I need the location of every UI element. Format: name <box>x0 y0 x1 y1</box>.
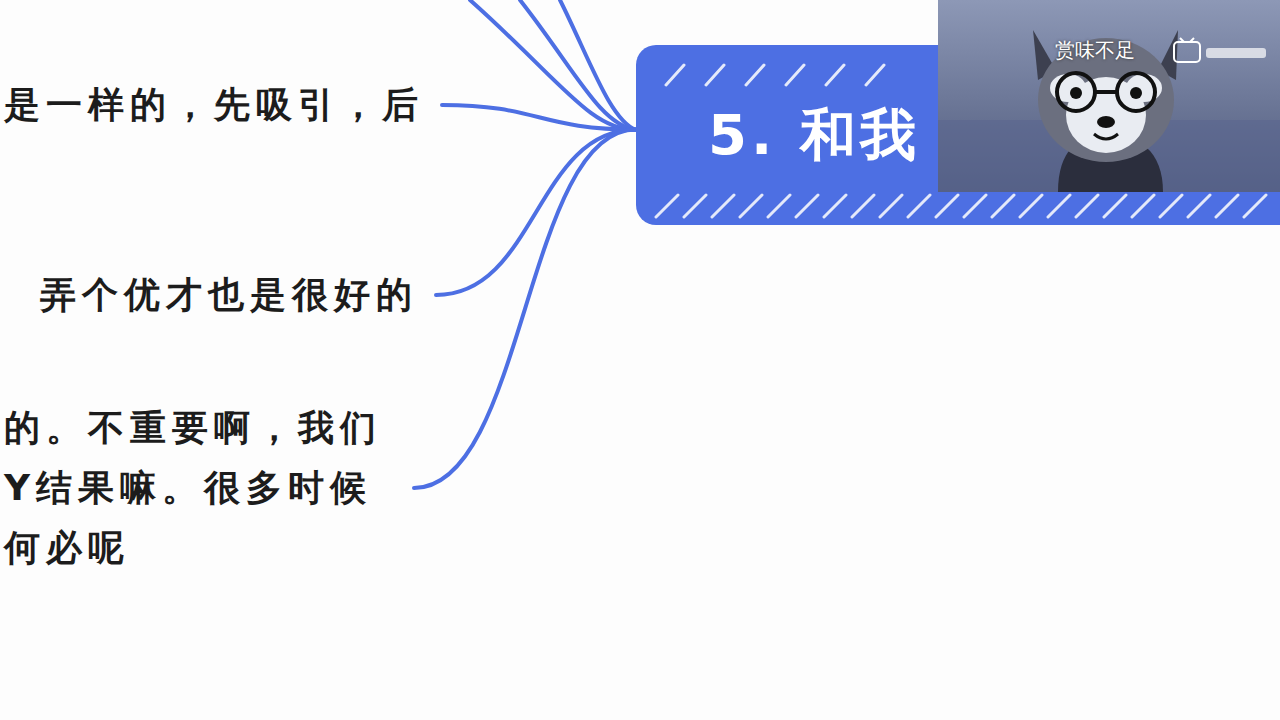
hatch-stroke <box>1244 195 1266 217</box>
branch-text: 弄个优才也是很好的 <box>40 265 418 325</box>
hatch-stroke <box>1188 195 1210 217</box>
branch-line <box>520 0 636 130</box>
hatch-stroke <box>656 195 678 217</box>
hatch-stroke <box>1020 195 1042 217</box>
hatch-stroke <box>908 195 930 217</box>
hatch-stroke <box>740 195 762 217</box>
webcam-overlay <box>938 0 1280 192</box>
hatch-stroke <box>964 195 986 217</box>
hatch-stroke <box>1076 195 1098 217</box>
hatch-stroke <box>826 65 844 85</box>
hatch-stroke <box>786 65 804 85</box>
branch-line <box>560 0 636 130</box>
hatch-stroke <box>936 195 958 217</box>
hatch-stroke <box>1048 195 1070 217</box>
hatch-stroke <box>684 195 706 217</box>
hatch-stroke <box>666 65 684 85</box>
branch-connector <box>442 105 636 130</box>
hatch-stroke <box>824 195 846 217</box>
hatch-stroke <box>866 65 884 85</box>
hatch-stroke <box>1132 195 1154 217</box>
hatch-stroke <box>992 195 1014 217</box>
hatch-stroke <box>712 195 734 217</box>
hatch-stroke <box>746 65 764 85</box>
hatch-stroke <box>796 195 818 217</box>
branch-text: 的。不重要啊，我们 Y结果嘛。很多时候 何必呢 <box>4 398 396 578</box>
hatch-stroke <box>768 195 790 217</box>
watermark-label: 赏味不足 <box>1055 38 1135 62</box>
branch-label: 的。不重要啊，我们 Y结果嘛。很多时候 何必呢 <box>4 398 396 578</box>
branch-line <box>470 0 636 130</box>
branch-connector <box>414 130 636 488</box>
hatch-stroke <box>706 65 724 85</box>
branch-label: 弄个优才也是很好的 <box>40 265 418 325</box>
hatch-stroke <box>1160 195 1182 217</box>
hatch-stroke <box>852 195 874 217</box>
branch-text: 是一样的，先吸引，后 <box>4 75 424 135</box>
hatch-stroke <box>1104 195 1126 217</box>
hatch-stroke <box>1216 195 1238 217</box>
hatch-stroke <box>880 195 902 217</box>
topic-title: 5. 和我 <box>708 100 920 170</box>
branch-label: 是一样的，先吸引，后 <box>4 75 424 135</box>
